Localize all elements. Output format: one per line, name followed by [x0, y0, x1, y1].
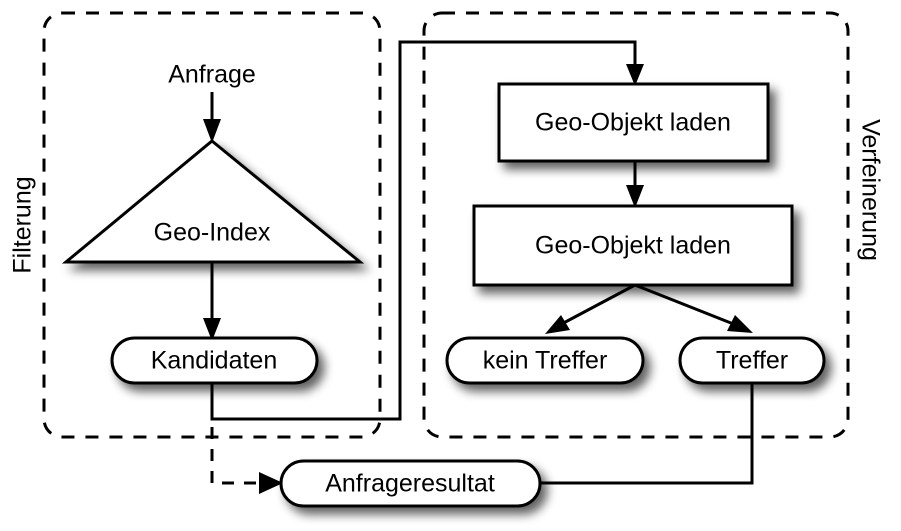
- edge-line: [210, 383, 265, 485]
- node-anfrageresultat-shape: [279, 459, 542, 508]
- edge-geo-objekt-laden-2-to-treffer: [634, 283, 753, 333]
- node-geo-objekt-laden-1-shape: [497, 82, 770, 163]
- node-treffer: Treffer: [678, 336, 826, 385]
- node-kein-treffer-label: kein Treffer: [483, 347, 608, 375]
- node-kandidaten-label: Kandidaten: [151, 347, 278, 375]
- edge-anfrage-to-geo-index: [203, 92, 221, 143]
- node-anfrageresultat: Anfrageresultat: [279, 459, 542, 508]
- edge-kandidaten-to-anfrageresultat: [210, 383, 283, 494]
- node-treffer-label: Treffer: [716, 347, 788, 375]
- arrow-head-icon: [626, 64, 644, 86]
- group-verfeinerung-border: [422, 11, 850, 439]
- edge-line: [555, 283, 636, 329]
- group-verfeinerung: Verfeinerung: [422, 11, 884, 439]
- arrow-head-icon: [259, 472, 283, 494]
- node-kein-treffer: kein Treffer: [445, 336, 645, 385]
- node-geo-objekt-laden-2-label: Geo-Objekt laden: [535, 232, 731, 260]
- edge-geo-objekt-laden-1-to-geo-objekt-laden-2: [626, 161, 644, 208]
- node-kein-treffer-shape: [445, 336, 645, 385]
- arrow-head-icon: [626, 185, 644, 208]
- node-geo-objekt-laden-2: Geo-Objekt laden: [472, 204, 794, 287]
- node-geo-objekt-laden-2-shape: [472, 204, 794, 287]
- node-anfrageresultat-label: Anfrageresultat: [325, 470, 495, 498]
- node-geo-index-label: Geo-Index: [154, 219, 271, 247]
- node-geo-index-shape: [61, 139, 365, 264]
- node-kandidaten-shape: [110, 336, 319, 385]
- node-geo-objekt-laden-1-label: Geo-Objekt laden: [535, 109, 731, 137]
- edge-line: [634, 283, 742, 329]
- arrow-head-icon: [727, 315, 753, 333]
- node-geo-index: Geo-Index: [61, 139, 365, 264]
- arrow-head-icon: [545, 315, 570, 334]
- group-verfeinerung-label: Verfeinerung: [856, 119, 884, 261]
- node-geo-objekt-laden-1: Geo-Objekt laden: [497, 82, 770, 163]
- edge-geo-index-to-kandidaten: [203, 262, 221, 341]
- group-filterung-label: Filterung: [9, 176, 37, 273]
- arrow-head-icon: [203, 119, 221, 143]
- node-kandidaten: Kandidaten: [110, 336, 319, 385]
- node-anfrage-label: Anfrage: [168, 61, 256, 89]
- edge-line: [540, 383, 754, 485]
- arrow-head-icon: [203, 318, 221, 341]
- edge-treffer-to-anfrageresultat: [540, 383, 754, 485]
- node-treffer-shape: [678, 336, 826, 385]
- edge-geo-objekt-laden-2-to-kein-treffer: [545, 283, 636, 334]
- node-anfrage: Anfrage: [168, 61, 256, 89]
